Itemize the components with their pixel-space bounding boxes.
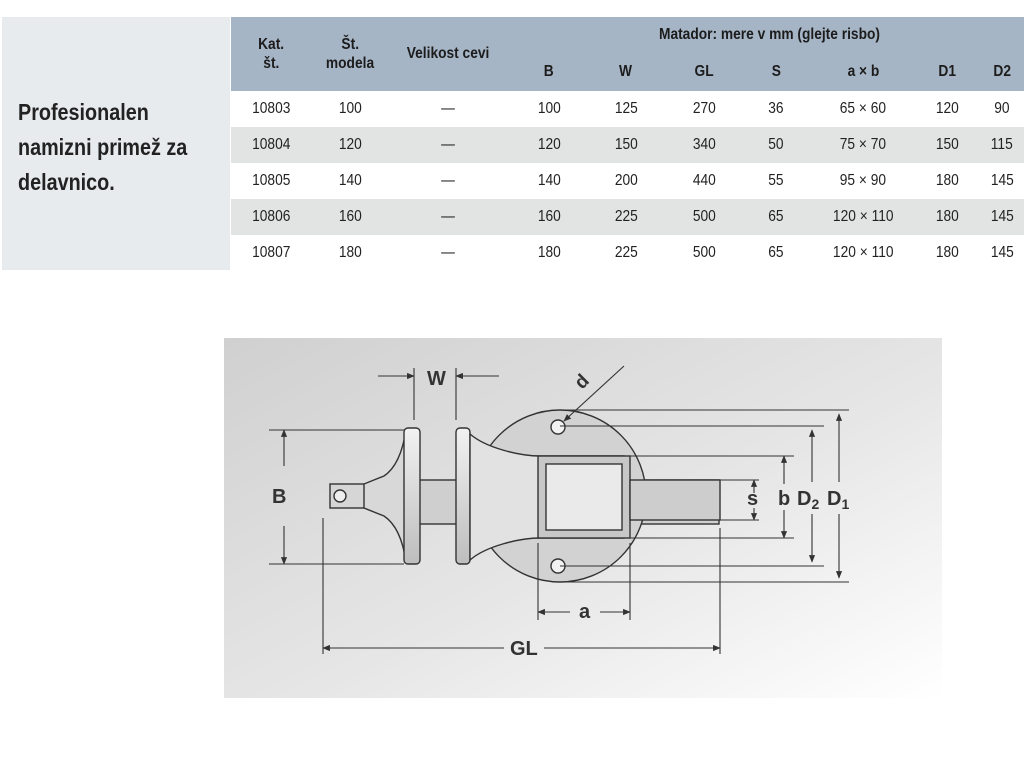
cell-gl: 340	[661, 127, 747, 163]
label-d2: D2	[797, 488, 819, 512]
cell-d1: 180	[921, 163, 973, 199]
cell-axb: 75 × 70	[805, 127, 921, 163]
header-axb: a × b	[805, 53, 921, 91]
spec-table: Kat.št. Št.modela Velikost cevi Matador:…	[231, 17, 1024, 271]
cell-axb: 65 × 60	[805, 91, 921, 127]
side-panel: Profesionalen namizni primež za delavnic…	[2, 17, 230, 270]
header-s: S	[747, 53, 805, 91]
dimension-lines	[269, 365, 849, 654]
vise-body	[329, 409, 721, 583]
cell-b: 120	[507, 127, 591, 163]
cell-b: 160	[507, 199, 591, 235]
cell-d2: 145	[973, 235, 1024, 271]
cell-velikost: —	[389, 91, 507, 127]
table-header-row: Kat.št. Št.modela Velikost cevi Matador:…	[231, 17, 1024, 91]
cell-d2: 115	[973, 127, 1024, 163]
cell-d1: 180	[921, 235, 973, 271]
product-title: Profesionalen namizni primež za delavnic…	[18, 95, 194, 200]
table-row: 10807 180 — 180 225 500 65 120 × 110 180…	[231, 235, 1024, 271]
cell-w: 150	[591, 127, 661, 163]
header-d1: D1	[921, 53, 973, 91]
cell-kat: 10804	[231, 127, 311, 163]
header-model: Št.modela	[311, 17, 389, 91]
cell-s: 55	[747, 163, 805, 199]
cell-model: 140	[311, 163, 389, 199]
cell-s: 65	[747, 235, 805, 271]
cell-gl: 500	[661, 235, 747, 271]
product-title-line-2: namizni primež za	[18, 134, 188, 160]
header-b: B	[507, 53, 591, 91]
table-subheader-row: B W GL S a × b D1 D2	[231, 53, 1024, 91]
label-b: B	[272, 486, 286, 508]
label-s: s	[747, 488, 758, 510]
cell-d1: 150	[921, 127, 973, 163]
cell-d2: 90	[973, 91, 1024, 127]
cell-s: 65	[747, 199, 805, 235]
label-d1: D1	[827, 488, 849, 512]
cell-b: 140	[507, 163, 591, 199]
cell-velikost: —	[389, 235, 507, 271]
cell-s: 50	[747, 127, 805, 163]
label-b-small: b	[778, 488, 790, 510]
cell-velikost: —	[389, 163, 507, 199]
cell-w: 125	[591, 91, 661, 127]
cell-gl: 270	[661, 91, 747, 127]
cell-kat: 10803	[231, 91, 311, 127]
cell-model: 120	[311, 127, 389, 163]
cell-model: 100	[311, 91, 389, 127]
cell-d2: 145	[973, 163, 1024, 199]
cell-gl: 440	[661, 163, 747, 199]
product-title-line-3: delavnico.	[18, 169, 115, 195]
label-w: W	[427, 368, 446, 390]
cell-velikost: —	[389, 199, 507, 235]
cell-velikost: —	[389, 127, 507, 163]
header-w: W	[591, 53, 661, 91]
table-row: 10805 140 — 140 200 440 55 95 × 90 180 1…	[231, 163, 1024, 199]
cell-model: 180	[311, 235, 389, 271]
cell-axb: 95 × 90	[805, 163, 921, 199]
cell-kat: 10807	[231, 235, 311, 271]
product-title-line-1: Profesionalen	[18, 99, 149, 125]
label-a: a	[579, 601, 591, 623]
cell-d2: 145	[973, 199, 1024, 235]
cell-w: 200	[591, 163, 661, 199]
cell-w: 225	[591, 235, 661, 271]
table-row: 10806 160 — 160 225 500 65 120 × 110 180…	[231, 199, 1024, 235]
header-d2: D2	[973, 53, 1024, 91]
label-gl: GL	[510, 638, 538, 660]
cell-w: 225	[591, 199, 661, 235]
cell-b: 100	[507, 91, 591, 127]
header-kat: Kat.št.	[231, 17, 311, 91]
cell-axb: 120 × 110	[805, 235, 921, 271]
table-row: 10803 100 — 100 125 270 36 65 × 60 120 9…	[231, 91, 1024, 127]
cell-b: 180	[507, 235, 591, 271]
cell-s: 36	[747, 91, 805, 127]
cell-model: 160	[311, 199, 389, 235]
cell-d1: 180	[921, 199, 973, 235]
header-velikost: Velikost cevi	[389, 17, 507, 91]
cell-d1: 120	[921, 91, 973, 127]
header-gl: GL	[661, 53, 747, 91]
vise-dimension-drawing: W d B s b D2 D1 a GL	[224, 338, 942, 698]
cell-gl: 500	[661, 199, 747, 235]
cell-kat: 10805	[231, 163, 311, 199]
cell-axb: 120 × 110	[805, 199, 921, 235]
cell-kat: 10806	[231, 199, 311, 235]
table-row: 10804 120 — 120 150 340 50 75 × 70 150 1…	[231, 127, 1024, 163]
header-matador: Matador: mere v mm (glejte risbo)	[507, 17, 1024, 53]
